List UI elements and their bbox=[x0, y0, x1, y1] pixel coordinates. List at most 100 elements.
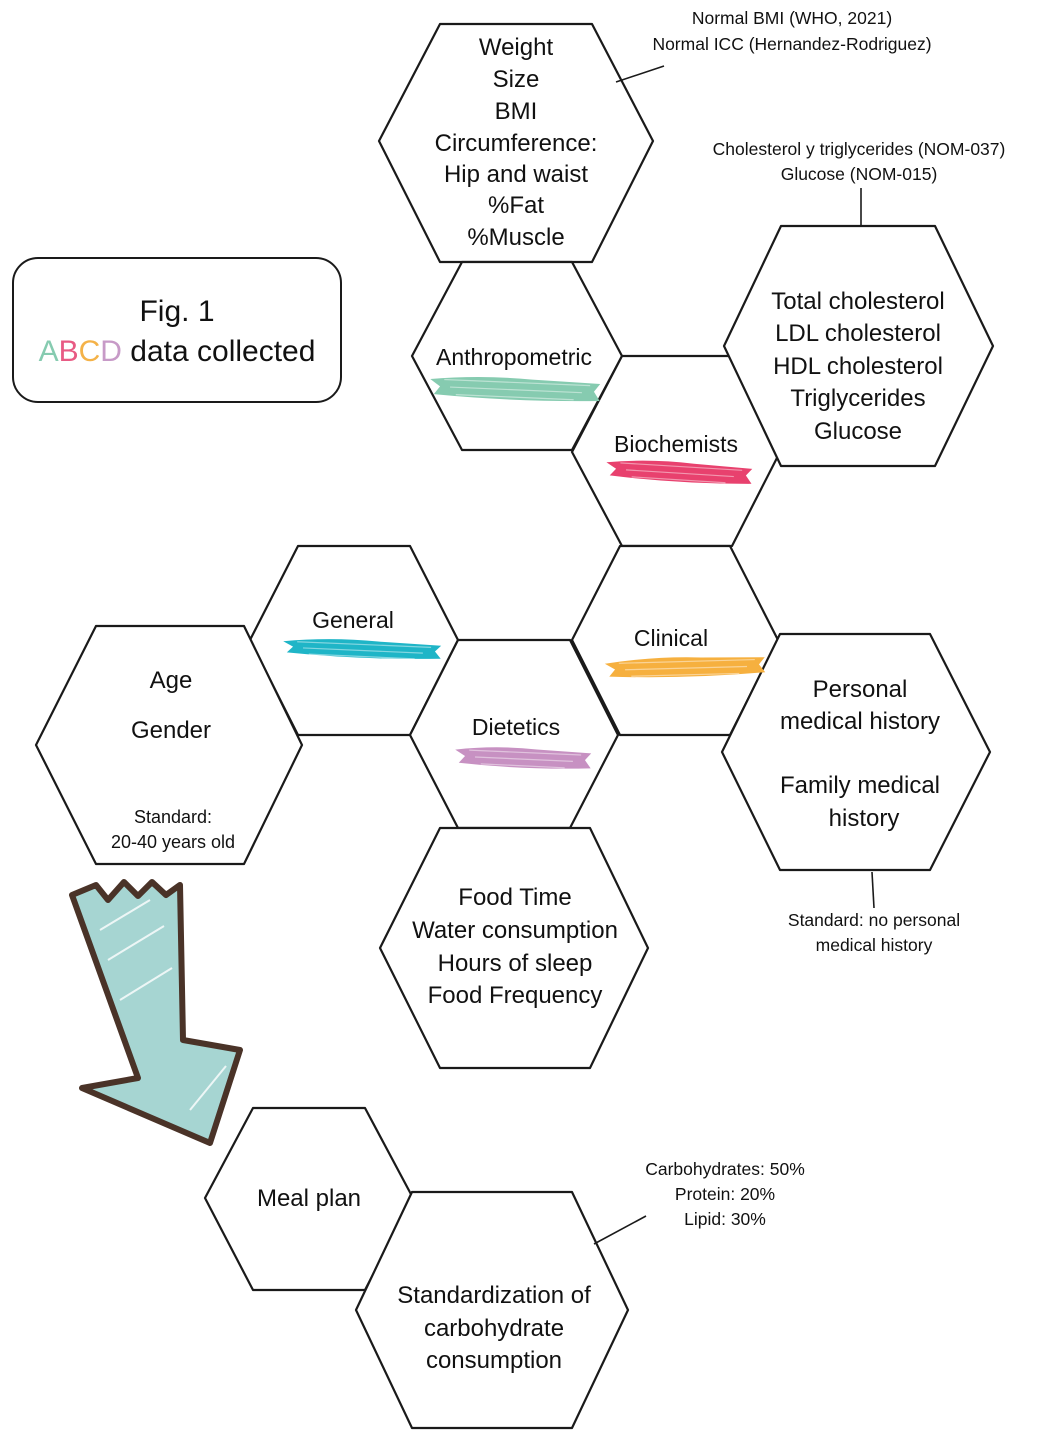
hex-anthro-measures bbox=[377, 22, 655, 264]
paint-strokes bbox=[283, 377, 766, 769]
note-line: Protein: 20% bbox=[675, 1184, 775, 1204]
brush-texture-line bbox=[626, 469, 734, 478]
measure-label: carbohydrate bbox=[424, 1315, 564, 1342]
standardization-text: Standardization of carbohydrate consumpt… bbox=[397, 1282, 591, 1374]
brush-texture-line bbox=[480, 763, 565, 769]
measure-label: Family medical bbox=[780, 772, 940, 799]
arrow-sketch-line bbox=[189, 1065, 227, 1111]
hex-medical-history bbox=[720, 632, 992, 872]
legend-letter-c: C bbox=[78, 335, 101, 368]
category-anthropometric: Anthropometric bbox=[436, 344, 592, 370]
brush-texture-line bbox=[631, 672, 740, 677]
brush-texture-line bbox=[620, 462, 743, 471]
down-right-arrow-icon bbox=[69, 879, 243, 1146]
measure-label: Gender bbox=[131, 717, 211, 744]
brush-texture-line bbox=[444, 378, 591, 387]
brush-stroke-anthropometric bbox=[430, 377, 601, 402]
brush-texture-line bbox=[631, 476, 726, 484]
brush-stroke-biochemists bbox=[606, 460, 753, 484]
note-line: Normal ICC (Hernandez-Rodriguez) bbox=[652, 34, 931, 54]
brush-texture-line bbox=[455, 394, 574, 401]
brush-stroke-general bbox=[283, 639, 442, 660]
note-line: Cholesterol y triglycerides (NOM-037) bbox=[713, 139, 1006, 159]
brush-texture-line bbox=[308, 653, 415, 660]
measure-label: HDL cholesterol bbox=[773, 353, 943, 380]
measure-label: consumption bbox=[426, 1347, 562, 1374]
note-line: Carbohydrates: 50% bbox=[645, 1159, 805, 1179]
measure-label: Personal bbox=[813, 676, 908, 703]
brush-stroke-body bbox=[283, 639, 442, 659]
category-general: General bbox=[312, 607, 394, 633]
measure-label: Age bbox=[150, 667, 193, 694]
history-note-leader bbox=[871, 871, 875, 909]
legend-suffix: data collected bbox=[121, 335, 316, 368]
anthro-measures-text: Weight Size BMI Circumference: Hip and w… bbox=[435, 34, 598, 251]
brush-texture-line bbox=[625, 665, 748, 671]
age-gender-text: Age Gender Standard: 20-40 years old bbox=[111, 667, 235, 852]
anthro-note-leader bbox=[615, 65, 665, 83]
standard-label: 20-40 years old bbox=[111, 832, 235, 852]
measure-label: Food Time bbox=[458, 884, 571, 911]
measure-label: Glucose bbox=[814, 418, 902, 445]
measure-label: Standardization of bbox=[397, 1282, 591, 1309]
measure-label: %Fat bbox=[488, 192, 544, 219]
hex-diet-measures bbox=[378, 826, 650, 1070]
measure-label: LDL cholesterol bbox=[775, 320, 941, 347]
brush-stroke-dietetics bbox=[455, 747, 592, 769]
arrow-sketch-line bbox=[99, 899, 151, 931]
note-line: medical history bbox=[816, 935, 933, 955]
measure-label: %Muscle bbox=[467, 224, 564, 251]
measure-label: history bbox=[829, 805, 900, 832]
arrow-sketch-line bbox=[107, 925, 165, 961]
brush-stroke-body bbox=[606, 460, 753, 484]
figure-legend-box: Fig. 1 ABCD data collected bbox=[12, 257, 342, 403]
brush-stroke-body bbox=[455, 747, 592, 769]
brush-texture-line bbox=[450, 386, 582, 394]
brush-texture-line bbox=[618, 658, 755, 664]
hex-standardization bbox=[354, 1190, 630, 1430]
brush-stroke-body bbox=[604, 657, 766, 678]
measure-label: Circumference: bbox=[435, 130, 598, 157]
history-note: Standard: no personal medical history bbox=[788, 910, 960, 955]
legend-letter-a: A bbox=[38, 335, 59, 368]
measure-label: BMI bbox=[495, 98, 538, 125]
brush-stroke-clinical bbox=[604, 657, 766, 678]
note-line: Lipid: 30% bbox=[684, 1209, 766, 1229]
measure-label: Triglycerides bbox=[790, 385, 925, 412]
medical-history-text: Personal medical history Family medical … bbox=[780, 676, 940, 832]
hex-biochem-measures bbox=[722, 224, 995, 468]
biochem-note: Cholesterol y triglycerides (NOM-037) Gl… bbox=[713, 139, 1006, 184]
brush-stroke-body bbox=[430, 377, 601, 402]
biochem-measures-text: Total cholesterol LDL cholesterol HDL ch… bbox=[771, 288, 944, 445]
arrow-shape bbox=[69, 879, 243, 1146]
category-clinical: Clinical bbox=[634, 625, 708, 651]
diet-measures-text: Food Time Water consumption Hours of sle… bbox=[412, 884, 618, 1009]
measure-label: medical history bbox=[780, 708, 940, 735]
measure-label: Food Frequency bbox=[428, 982, 603, 1009]
arrow-sketch-line bbox=[119, 967, 173, 1001]
figure-label: Fig. 1 bbox=[139, 295, 215, 328]
brush-texture-line bbox=[474, 756, 573, 763]
brush-texture-line bbox=[469, 749, 582, 756]
brush-texture-line bbox=[302, 647, 423, 654]
hex-age-gender bbox=[34, 624, 304, 866]
brush-texture-line bbox=[297, 641, 432, 649]
note-line: Glucose (NOM-015) bbox=[781, 164, 938, 184]
note-line: Normal BMI (WHO, 2021) bbox=[692, 8, 892, 28]
macro-note: Carbohydrates: 50% Protein: 20% Lipid: 3… bbox=[645, 1159, 805, 1229]
note-line: Standard: no personal bbox=[788, 910, 960, 930]
measure-label: Hours of sleep bbox=[438, 950, 593, 977]
measure-label: Water consumption bbox=[412, 917, 618, 944]
measure-label: Total cholesterol bbox=[771, 288, 944, 315]
legend-letter-d: D bbox=[100, 335, 122, 368]
legend-letter-b: B bbox=[58, 335, 79, 368]
measure-label: Hip and waist bbox=[444, 161, 588, 188]
standard-label: Standard: bbox=[134, 807, 212, 827]
meal-plan-label: Meal plan bbox=[257, 1185, 361, 1212]
anthro-note: Normal BMI (WHO, 2021) Normal ICC (Herna… bbox=[652, 8, 931, 54]
category-biochemists: Biochemists bbox=[614, 431, 738, 457]
measure-label: Weight bbox=[479, 34, 554, 61]
macro-note-leader bbox=[593, 1215, 647, 1245]
